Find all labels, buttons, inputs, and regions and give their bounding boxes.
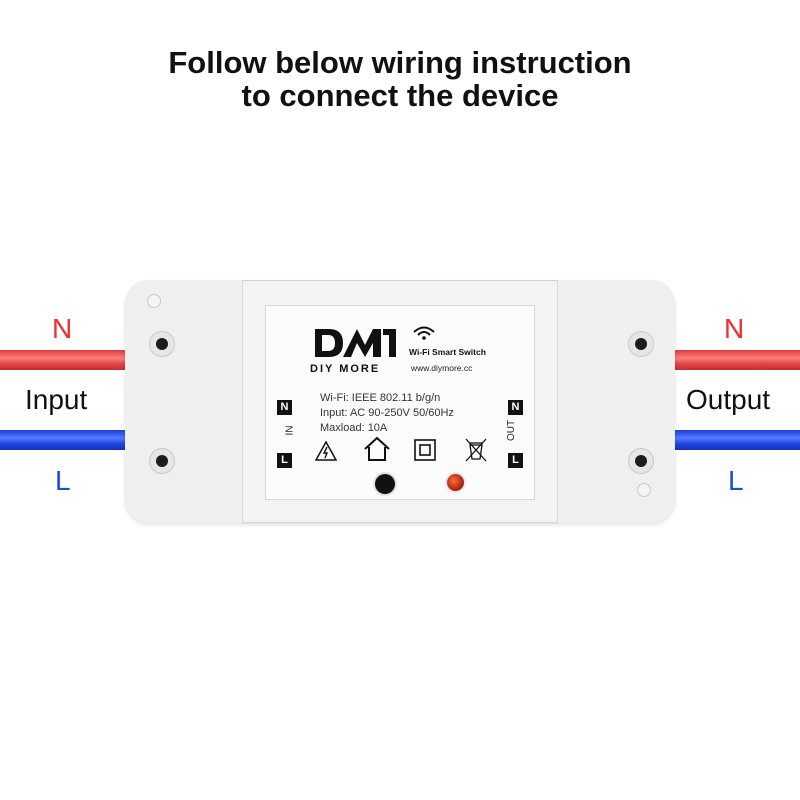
corner-dot [637,483,651,497]
terminal-n-in: N [277,400,292,415]
input-live-wire [0,430,127,450]
input-l-label: L [55,465,71,496]
output-label: Output [686,384,771,415]
website: www.diymore.cc [411,363,473,373]
terminal-l-in: L [277,453,292,468]
label-panel: DIY MORE Wi-Fi Smart Switch www.diymore.… [265,305,535,500]
dm-logo [315,329,396,357]
home-icon [364,436,390,461]
output-l-label: L [728,465,744,496]
heading-line-1: Follow below wiring instruction [168,45,632,80]
out-label: OUT [506,419,518,442]
input-label: Input [25,384,88,415]
in-label: IN [284,425,296,436]
weee-bin-icon [465,438,487,462]
terminal-screw-n-in [149,331,175,357]
terminal-screw-l-out [628,448,654,474]
spec-maxload: Maxload: 10A [320,422,388,434]
output-neutral-wire [673,350,800,370]
left-terminal-cover [125,280,243,523]
input-neutral-wire [0,350,127,370]
input-n-label: N [52,313,73,344]
terminal-screw-n-out [628,331,654,357]
corner-dot [147,294,161,308]
pairing-button[interactable] [375,474,395,494]
brand-subtitle: DIY MORE [310,363,381,375]
spec-wifi: Wi-Fi: IEEE 802.11 b/g/n [320,392,441,404]
right-terminal-cover [557,280,675,523]
double-insulation-icon [414,439,436,461]
spec-input: Input: AC 90-250V 50/60Hz [320,407,454,419]
output-n-label: N [724,313,745,344]
terminal-n-out: N [508,400,523,415]
smart-switch-device: DIY MORE Wi-Fi Smart Switch www.diymore.… [125,280,675,523]
terminal-screw-l-in [149,448,175,474]
wifi-icon [413,326,435,340]
output-live-wire [673,430,800,450]
electric-hazard-icon [315,440,337,461]
heading-line-2: to connect the device [241,78,559,113]
terminal-l-out: L [508,453,523,468]
product-name: Wi-Fi Smart Switch [409,347,486,357]
status-led [447,474,464,491]
